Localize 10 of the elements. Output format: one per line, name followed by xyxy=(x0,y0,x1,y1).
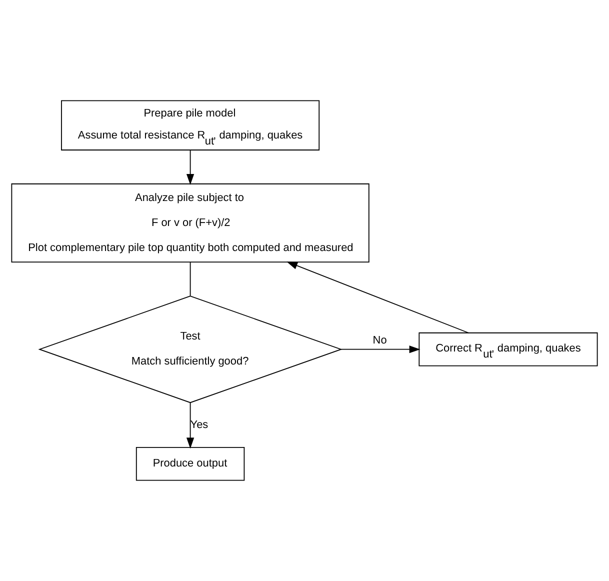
arrow xyxy=(186,150,194,185)
node-diamond: Test Match sufficiently good? xyxy=(38,296,342,404)
arrow xyxy=(286,262,469,334)
connector xyxy=(190,262,191,296)
arrow xyxy=(340,346,420,354)
node-box: Analyze pile subject to F or v or (F+v)/2 Plot complementary pile top quantity both computed and measured xyxy=(11,183,370,263)
arrow xyxy=(186,402,194,449)
node-box: Produce output xyxy=(136,447,245,481)
edge-label: Yes xyxy=(190,418,208,431)
edge-label: No xyxy=(372,334,387,346)
